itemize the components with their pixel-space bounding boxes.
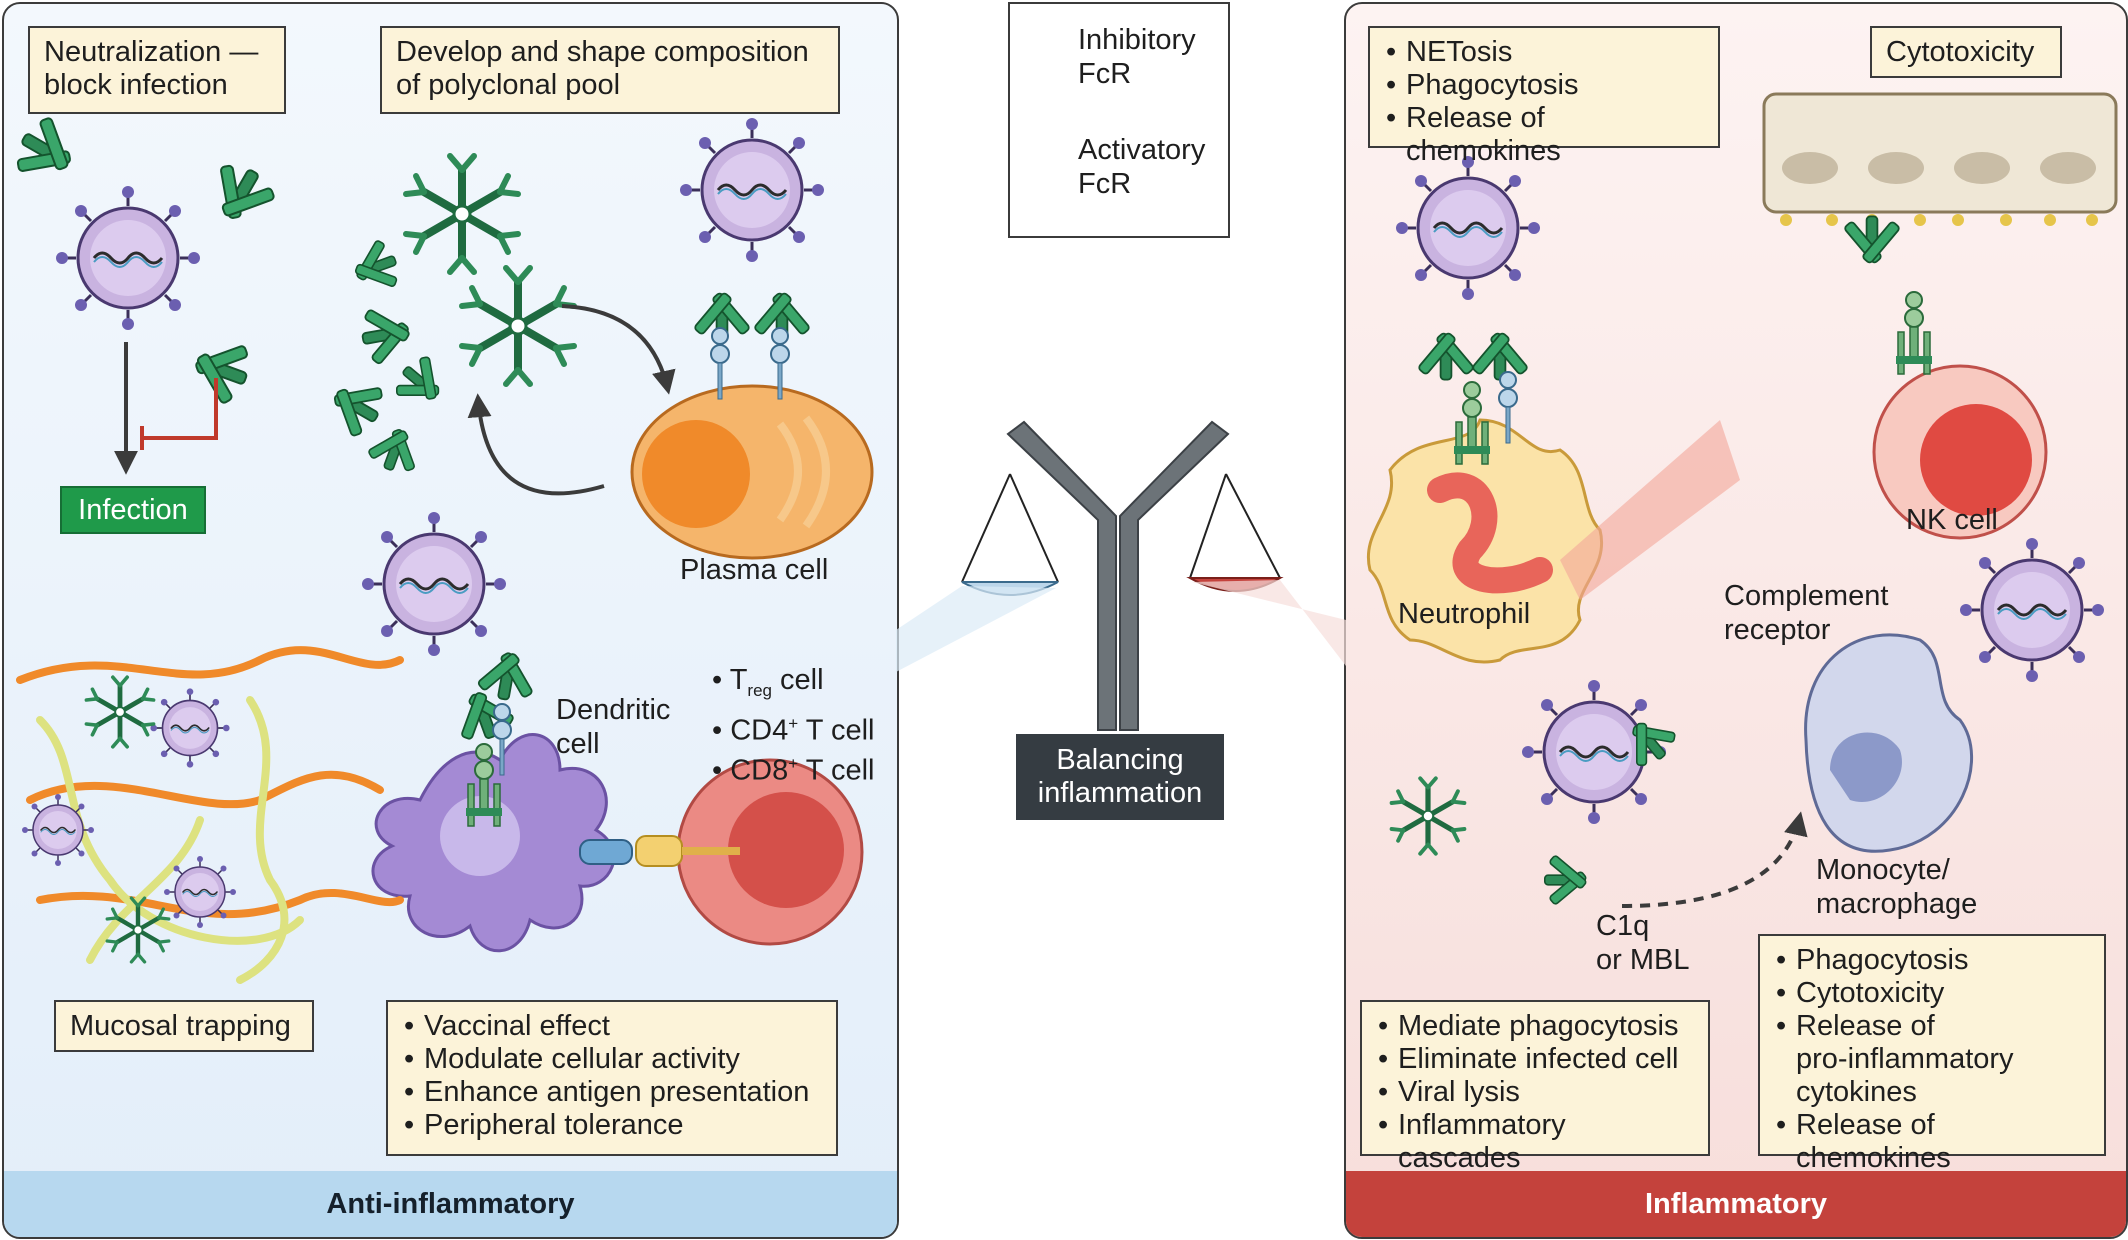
dendritic-cell-label-line2: cell [556, 728, 600, 760]
anti-inflammatory-footer: Anti-inflammatory [4, 1171, 897, 1237]
nk-cell-label: NK cell [1906, 504, 1998, 536]
legend-inhibitory-line1: Inhibitory [1078, 24, 1196, 56]
effect-item: Modulate cellular activity [402, 1043, 822, 1076]
c1q-label-line1: C1q [1596, 910, 1650, 942]
nk-cell-illustration [1762, 92, 2118, 540]
antibody-hexamer-icon [406, 156, 518, 272]
legend-activatory-line2: FcR [1078, 168, 1132, 200]
cytotoxicity-label: Cytotoxicity [1870, 26, 2062, 78]
antibody-icon [199, 155, 283, 235]
effect-item: Peripheral tolerance [402, 1109, 822, 1142]
t-cell-cd8: • CD8+ T cell [712, 754, 875, 788]
effect-item: Phagocytosis [1384, 69, 1704, 102]
legend-activatory-line1: Activatory [1078, 134, 1206, 166]
monocyte-effects-list: Phagocytosis Cytotoxicity Release of pro… [1758, 934, 2106, 1174]
plasma-cell-illustration [630, 116, 874, 560]
effect-item-continued: cytokines [1796, 1076, 1917, 1108]
effect-item: Enhance antigen presentation [402, 1076, 822, 1109]
effect-item: Inflammatory cascades [1376, 1109, 1694, 1175]
effect-item: Eliminate infected cell [1376, 1043, 1694, 1076]
complement-receptor-label-line2: receptor [1724, 614, 1831, 646]
neutralization-illustration [7, 109, 283, 475]
effect-item: Release of [1774, 1010, 2090, 1043]
monocyte-label-line1: Monocyte/ [1816, 854, 1950, 886]
anti-inflammatory-effects-list: Vaccinal effect Modulate cellular activi… [386, 1000, 838, 1156]
effect-item-continued: pro-inflammatory [1796, 1043, 2014, 1075]
dendritic-cell-illustration [360, 510, 864, 953]
virus-icon [1394, 154, 1542, 302]
virus-icon [149, 687, 231, 769]
t-cell-list: • Treg cell • CD4+ T cell • CD8+ T cell [712, 664, 874, 788]
effect-item: Release of chemokines [1384, 102, 1704, 168]
c1q-label-line2: or MBL [1596, 944, 1690, 976]
antibody-hexamer-icon [462, 268, 574, 384]
virus-icon [1958, 536, 2106, 684]
fcr-legend: Inhibitory FcR Activatory FcR [1008, 2, 1230, 238]
mucosal-trapping-illustration [16, 646, 404, 984]
neutrophil-illustration [1366, 154, 1740, 664]
virus-icon [54, 184, 202, 332]
effect-item: Vaccinal effect [402, 1010, 822, 1043]
neutrophil-label: Neutrophil [1398, 598, 1531, 630]
complement-monocyte-illustration [1392, 536, 2106, 908]
monocyte-label-line2: macrophage [1816, 888, 1978, 920]
complement-receptor-label-line1: Complement [1724, 580, 1889, 612]
infection-badge: Infection [60, 486, 206, 534]
neutrophil-effects-list: NETosis Phagocytosis Release of chemokin… [1368, 26, 1720, 167]
effect-item: Mediate phagocytosis [1376, 1010, 1694, 1043]
effect-item: NETosis [1384, 36, 1704, 69]
virus-icon [678, 116, 826, 264]
antibody-icon [184, 330, 258, 410]
polyclonal-pool-label: Develop and shape composition of polyclo… [380, 26, 840, 114]
virus-icon [360, 510, 508, 658]
t-cell-treg: • Treg cell [712, 664, 824, 700]
effect-item: Release of chemokines [1774, 1109, 2090, 1175]
virus-icon [21, 793, 95, 867]
mucosal-trapping-label: Mucosal trapping [54, 1000, 314, 1052]
t-cell-cd4: • CD4+ T cell [712, 713, 875, 747]
inflammatory-footer: Inflammatory [1346, 1171, 2126, 1237]
effect-item: Cytotoxicity [1774, 977, 2090, 1010]
polyclonal-pool-illustration [320, 156, 676, 496]
virus-icon [163, 855, 237, 929]
plasma-cell-label: Plasma cell [680, 554, 829, 586]
dendritic-cell-label-line1: Dendritic [556, 694, 671, 726]
legend-inhibitory-line2: FcR [1078, 58, 1132, 90]
effect-item: Phagocytosis [1774, 944, 2090, 977]
balance-scale-illustration [896, 420, 1346, 731]
balancing-inflammation-label: Balancing inflammation [1016, 734, 1224, 820]
complement-effects-list: Mediate phagocytosis Eliminate infected … [1360, 1000, 1710, 1174]
effect-item: Viral lysis [1376, 1076, 1694, 1109]
antibody-icon [7, 109, 87, 193]
neutralization-label: Neutralization — block infection [28, 26, 286, 114]
